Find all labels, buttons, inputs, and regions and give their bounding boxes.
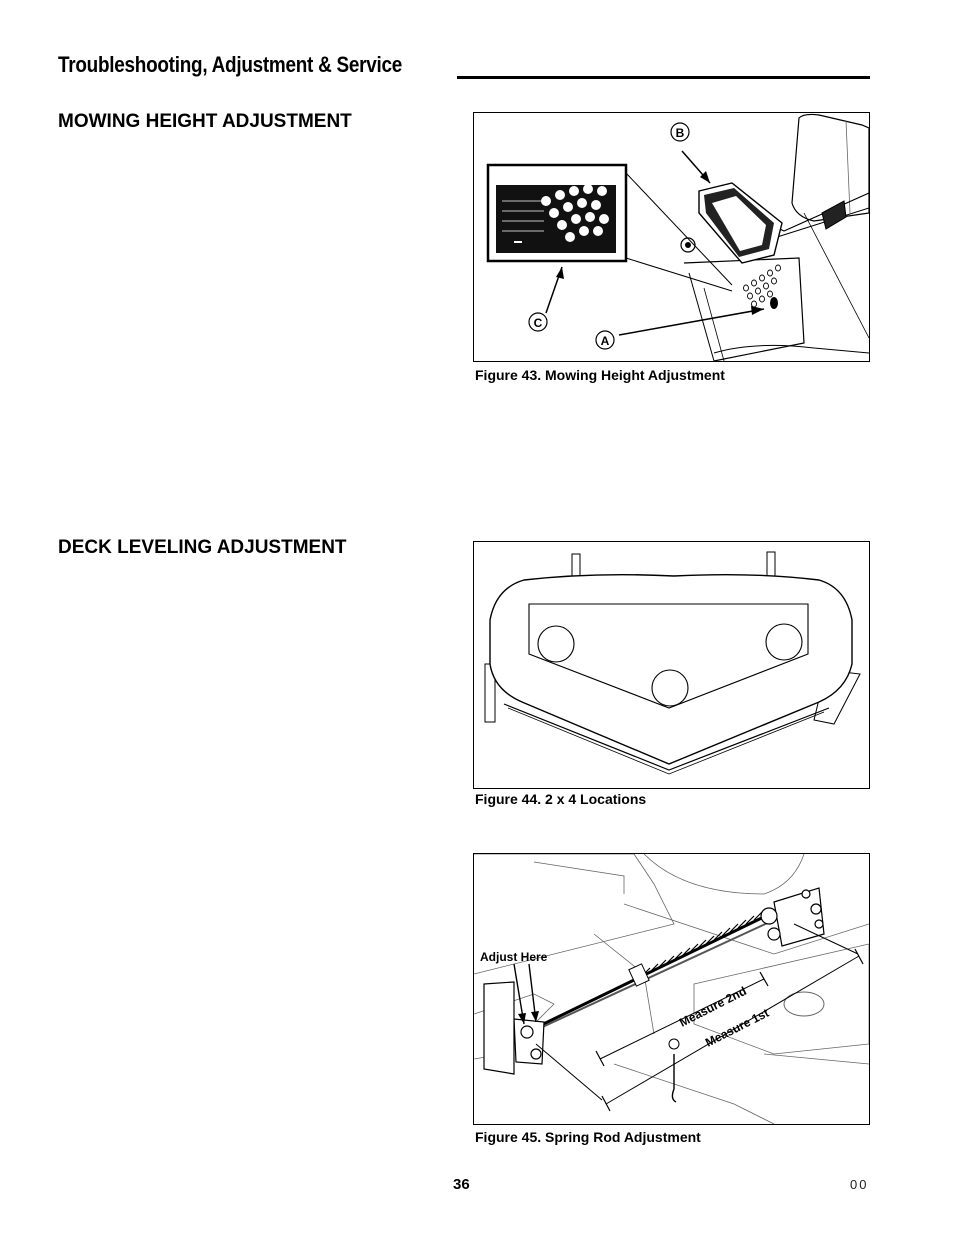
page-number: 36 [453,1176,470,1193]
figure-45-caption: Figure 45. Spring Rod Adjustment [475,1129,701,1145]
figure-44-illustration [473,541,870,789]
callout-a: A [601,334,610,348]
figure-44-caption: Figure 44. 2 x 4 Locations [475,791,647,807]
label-adjust-here: Adjust Here [480,950,548,964]
figure-45-illustration: Adjust Here Measure 2nd Measure 1st [473,853,870,1125]
callout-c: C [534,316,543,330]
page-code: 00 [850,1177,869,1192]
figure-43-caption: Figure 43. Mowing Height Adjustment [475,367,725,383]
section-heading-deck-leveling: DECK LEVELING ADJUSTMENT [58,537,347,558]
callout-b: B [676,126,685,140]
figure-43-illustration: B C A [473,112,870,362]
page-header-title: Troubleshooting, Adjustment & Service [58,52,403,77]
header-rule [457,76,870,79]
section-heading-mowing-height: MOWING HEIGHT ADJUSTMENT [58,111,352,132]
